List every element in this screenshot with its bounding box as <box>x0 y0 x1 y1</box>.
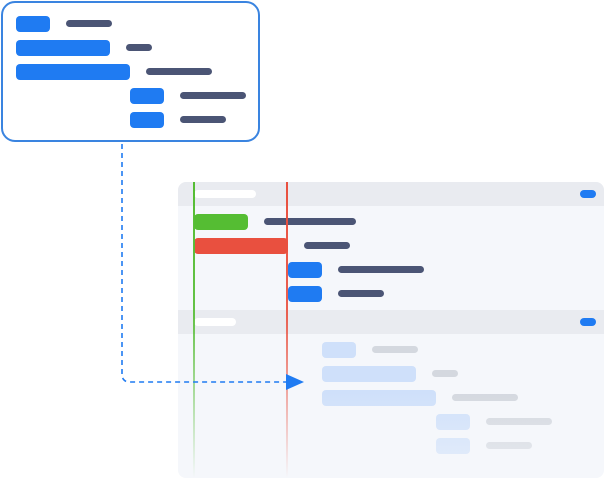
panel-header-2-title <box>194 318 236 326</box>
source-label-4 <box>180 92 246 99</box>
source-block-2 <box>16 40 110 56</box>
ghost-block-2 <box>322 366 416 382</box>
ghost-label-3 <box>452 394 518 401</box>
green-block <box>194 214 248 230</box>
ghost-block-4 <box>436 414 470 430</box>
ghost-label-1 <box>372 346 418 353</box>
ghost-label-4 <box>486 418 552 425</box>
panel-label-3 <box>338 266 424 273</box>
source-label-5 <box>180 116 226 123</box>
ghost-block-1 <box>322 342 356 358</box>
panel-header-1-title <box>194 190 256 198</box>
panel-label-4 <box>338 290 384 297</box>
ghost-block-5 <box>436 438 470 454</box>
source-label-3 <box>146 68 212 75</box>
green-block-label <box>264 218 356 225</box>
source-label-2 <box>126 44 152 51</box>
source-label-1 <box>66 20 112 27</box>
panel-header-2-indicator <box>580 318 596 326</box>
ghost-label-5 <box>486 442 532 449</box>
panel-header-2 <box>178 310 604 334</box>
ghost-label-2 <box>432 370 458 377</box>
red-block-label <box>304 242 350 249</box>
ghost-block-3 <box>322 390 436 406</box>
source-block-3 <box>16 64 130 80</box>
source-block-1 <box>16 16 50 32</box>
panel-block-3 <box>288 262 322 278</box>
panel-header-1 <box>178 182 604 206</box>
red-block <box>194 238 288 254</box>
source-block-4 <box>130 88 164 104</box>
panel-header-1-indicator <box>580 190 596 198</box>
source-block-5 <box>130 112 164 128</box>
target-panel <box>178 182 604 478</box>
panel-block-4 <box>288 286 322 302</box>
